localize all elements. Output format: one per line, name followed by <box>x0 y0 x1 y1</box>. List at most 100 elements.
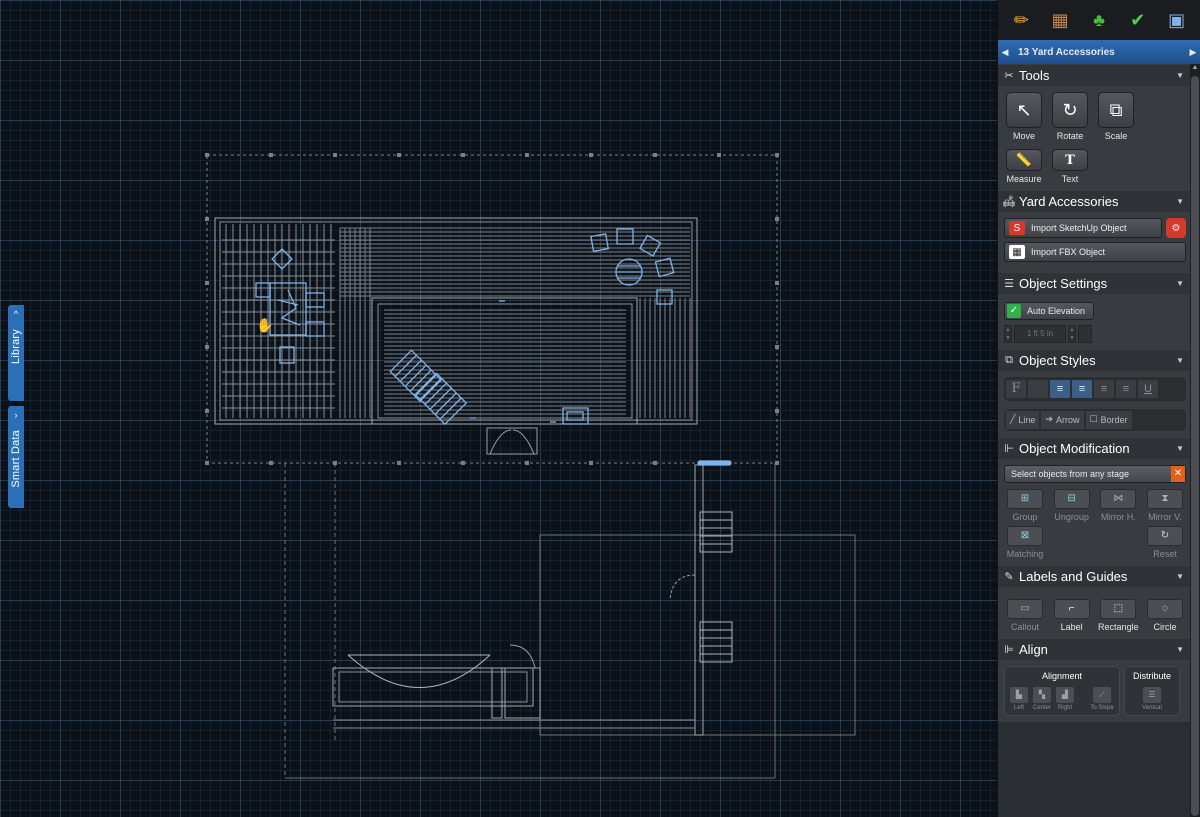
matching-button[interactable]: ⊠ Matching <box>1004 525 1046 559</box>
reset-icon: ↻ <box>1147 525 1183 546</box>
callout-label: Callout <box>1010 621 1039 632</box>
object-settings-heading: Object Settings <box>1019 276 1108 291</box>
circle-label: Circle <box>1153 621 1177 632</box>
yard-accessories-header[interactable]: 🛋 Yard Accessories ▼ <box>998 190 1200 212</box>
border-button[interactable]: ☐Border <box>1085 410 1132 429</box>
library-tab-label: Library <box>10 329 22 365</box>
elevation-spin-right[interactable]: ▲▼ <box>1068 324 1076 343</box>
move-tool[interactable]: ↖ Move <box>1004 92 1044 141</box>
object-modification-header[interactable]: ⊩ Object Modification ▼ <box>998 436 1200 459</box>
tools-section-header[interactable]: ✂ Tools ▼ <box>998 64 1200 86</box>
next-stage-icon[interactable]: ▶ <box>1189 46 1197 57</box>
circle-button[interactable]: ◌ Circle <box>1144 598 1186 632</box>
align-center-button[interactable]: ▚ Center <box>1032 686 1052 711</box>
elevation-stepper: ▲▼ 1 ft 5 in ▲▼ <box>1004 324 1186 343</box>
tools-icon: ✂ <box>1004 70 1014 82</box>
align-center-text-icon[interactable]: ≡ <box>1072 379 1092 398</box>
landscape-render-icon[interactable]: ▣ <box>1168 9 1186 30</box>
selection-bounds <box>206 154 778 464</box>
border-label: Border <box>1100 414 1128 425</box>
object-styles-header[interactable]: ⧉ Object Styles ▼ <box>998 348 1200 371</box>
modification-icon: ⊩ <box>1004 442 1014 455</box>
align-right-label: Right <box>1057 704 1072 711</box>
group-icon: ⊞ <box>1007 488 1043 509</box>
color-swatch[interactable] <box>1028 379 1048 398</box>
scroll-thumb[interactable] <box>1191 76 1199 816</box>
import-fbx-label: Import FBX Object <box>1031 247 1106 257</box>
mirror-vertical-button[interactable]: ⧗ Mirror V. <box>1144 488 1186 522</box>
panel-scrollbar[interactable]: ▲ <box>1190 64 1200 817</box>
scale-tool[interactable]: ⧉ Scale <box>1096 92 1136 141</box>
styles-icon: ⧉ <box>1005 353 1013 366</box>
plant-icon[interactable]: ♣ <box>1093 9 1105 30</box>
smart-data-tab[interactable]: › Smart Data <box>8 406 24 508</box>
previous-stage-icon[interactable]: ◀ <box>1001 46 1009 57</box>
chevron-down-icon: ▼ <box>1176 443 1184 453</box>
object-settings-header[interactable]: ☰ Object Settings ▼ <box>998 272 1200 294</box>
elevation-unit-field[interactable] <box>1078 324 1092 343</box>
align-section: Alignment ▙ Left ▚ Center ▟ Right <box>998 659 1200 722</box>
scroll-up-icon[interactable]: ▲ <box>1191 64 1199 71</box>
rectangle-button[interactable]: ⬚ Rectangle <box>1097 598 1139 632</box>
elevation-spin-left[interactable]: ▲▼ <box>1004 324 1012 343</box>
rectangle-label: Rectangle <box>1098 621 1139 632</box>
callout-button[interactable]: ▭ Callout <box>1004 598 1046 632</box>
labels-guides-header[interactable]: ✎ Labels and Guides ▼ <box>998 564 1200 587</box>
align-right-text-icon[interactable]: ≡ <box>1116 379 1136 398</box>
line-button[interactable]: ╱Line <box>1006 410 1040 429</box>
underline-icon[interactable]: U <box>1138 379 1158 398</box>
chevron-down-icon: ▼ <box>1176 197 1184 206</box>
brick-wall-icon[interactable]: ▦ <box>1051 9 1069 30</box>
circle-icon: ◌ <box>1146 598 1183 619</box>
text-tool[interactable]: T Text <box>1050 149 1090 184</box>
sketchup-icon: S <box>1009 221 1025 235</box>
design-canvas[interactable]: ✋ ^ Library › Smart Data <box>0 0 997 817</box>
align-section-header[interactable]: ⊫ Align ▼ <box>998 637 1200 660</box>
library-tab[interactable]: ^ Library <box>8 305 24 401</box>
rotate-icon: ↻ <box>1052 92 1088 128</box>
labels-guides-section: ▭ Callout ⌐ Label ⬚ Rectangle ◌ Circle <box>998 586 1200 638</box>
auto-elevation-toggle[interactable]: ✓ Auto Elevation <box>1004 301 1095 320</box>
ruler-icon: 📏 <box>1006 149 1042 171</box>
align-right-button[interactable]: ▟ Right <box>1055 686 1075 711</box>
reset-button[interactable]: ↻ Reset <box>1144 525 1186 559</box>
slope-icon: ⟋ <box>1093 686 1111 703</box>
chevron-right-icon: › <box>14 410 18 420</box>
reset-label: Reset <box>1153 548 1177 559</box>
move-label: Move <box>1012 131 1035 141</box>
group-button[interactable]: ⊞ Group <box>1004 488 1046 522</box>
align-left-text-icon[interactable]: ≡ <box>1050 379 1070 398</box>
sketchup-warehouse-icon[interactable]: ⚙ <box>1166 218 1186 238</box>
fbx-icon: ▦ <box>1009 245 1025 259</box>
sliders-icon: ☰ <box>1004 278 1014 290</box>
rotate-tool[interactable]: ↻ Rotate <box>1050 92 1090 141</box>
align-slope-button[interactable]: ⟋ To Slope <box>1090 686 1114 711</box>
mirror-horizontal-label: Mirror H. <box>1100 511 1136 522</box>
align-left-button[interactable]: ▙ Left <box>1009 686 1029 711</box>
arrow-icon: ➔ <box>1045 414 1053 424</box>
import-sketchup-button[interactable]: S Import SketchUp Object <box>1004 218 1162 238</box>
object-modification-section: Select objects from any stage ✕ ⊞ Group … <box>998 458 1200 565</box>
line-icon: ╱ <box>1010 414 1016 424</box>
matching-label: Matching <box>1006 548 1044 559</box>
align-middle-text-icon[interactable]: ≡ <box>1094 379 1114 398</box>
label-label: Label <box>1060 621 1083 632</box>
label-icon: ⌐ <box>1053 598 1090 619</box>
select-objects-bar[interactable]: Select objects from any stage ✕ <box>1004 464 1186 483</box>
elevation-input[interactable]: 1 ft 5 in <box>1014 324 1066 343</box>
measure-tool[interactable]: 📏 Measure <box>1004 149 1044 184</box>
line-style-row: ╱Line ➔Arrow ☐Border <box>1004 408 1186 431</box>
import-fbx-button[interactable]: ▦ Import FBX Object <box>1004 242 1186 262</box>
checkmark-icon[interactable]: ✔ <box>1130 9 1146 30</box>
label-button[interactable]: ⌐ Label <box>1051 598 1093 632</box>
close-icon[interactable]: ✕ <box>1171 465 1185 482</box>
yard-accessories-section: S Import SketchUp Object ⚙ ▦ Import FBX … <box>998 212 1200 272</box>
group-label: Group <box>1012 511 1038 522</box>
ungroup-button[interactable]: ⊟ Ungroup <box>1051 488 1093 522</box>
pencil-icon[interactable]: ✏ <box>1013 9 1029 30</box>
mirror-horizontal-button[interactable]: ⋈ Mirror H. <box>1097 488 1139 522</box>
arrow-button[interactable]: ➔Arrow <box>1041 410 1084 429</box>
font-button[interactable]: F <box>1006 379 1026 398</box>
distribute-vertical-icon: ☰ <box>1143 686 1161 703</box>
distribute-vertical-button[interactable]: ☰ Vertical <box>1137 686 1167 711</box>
